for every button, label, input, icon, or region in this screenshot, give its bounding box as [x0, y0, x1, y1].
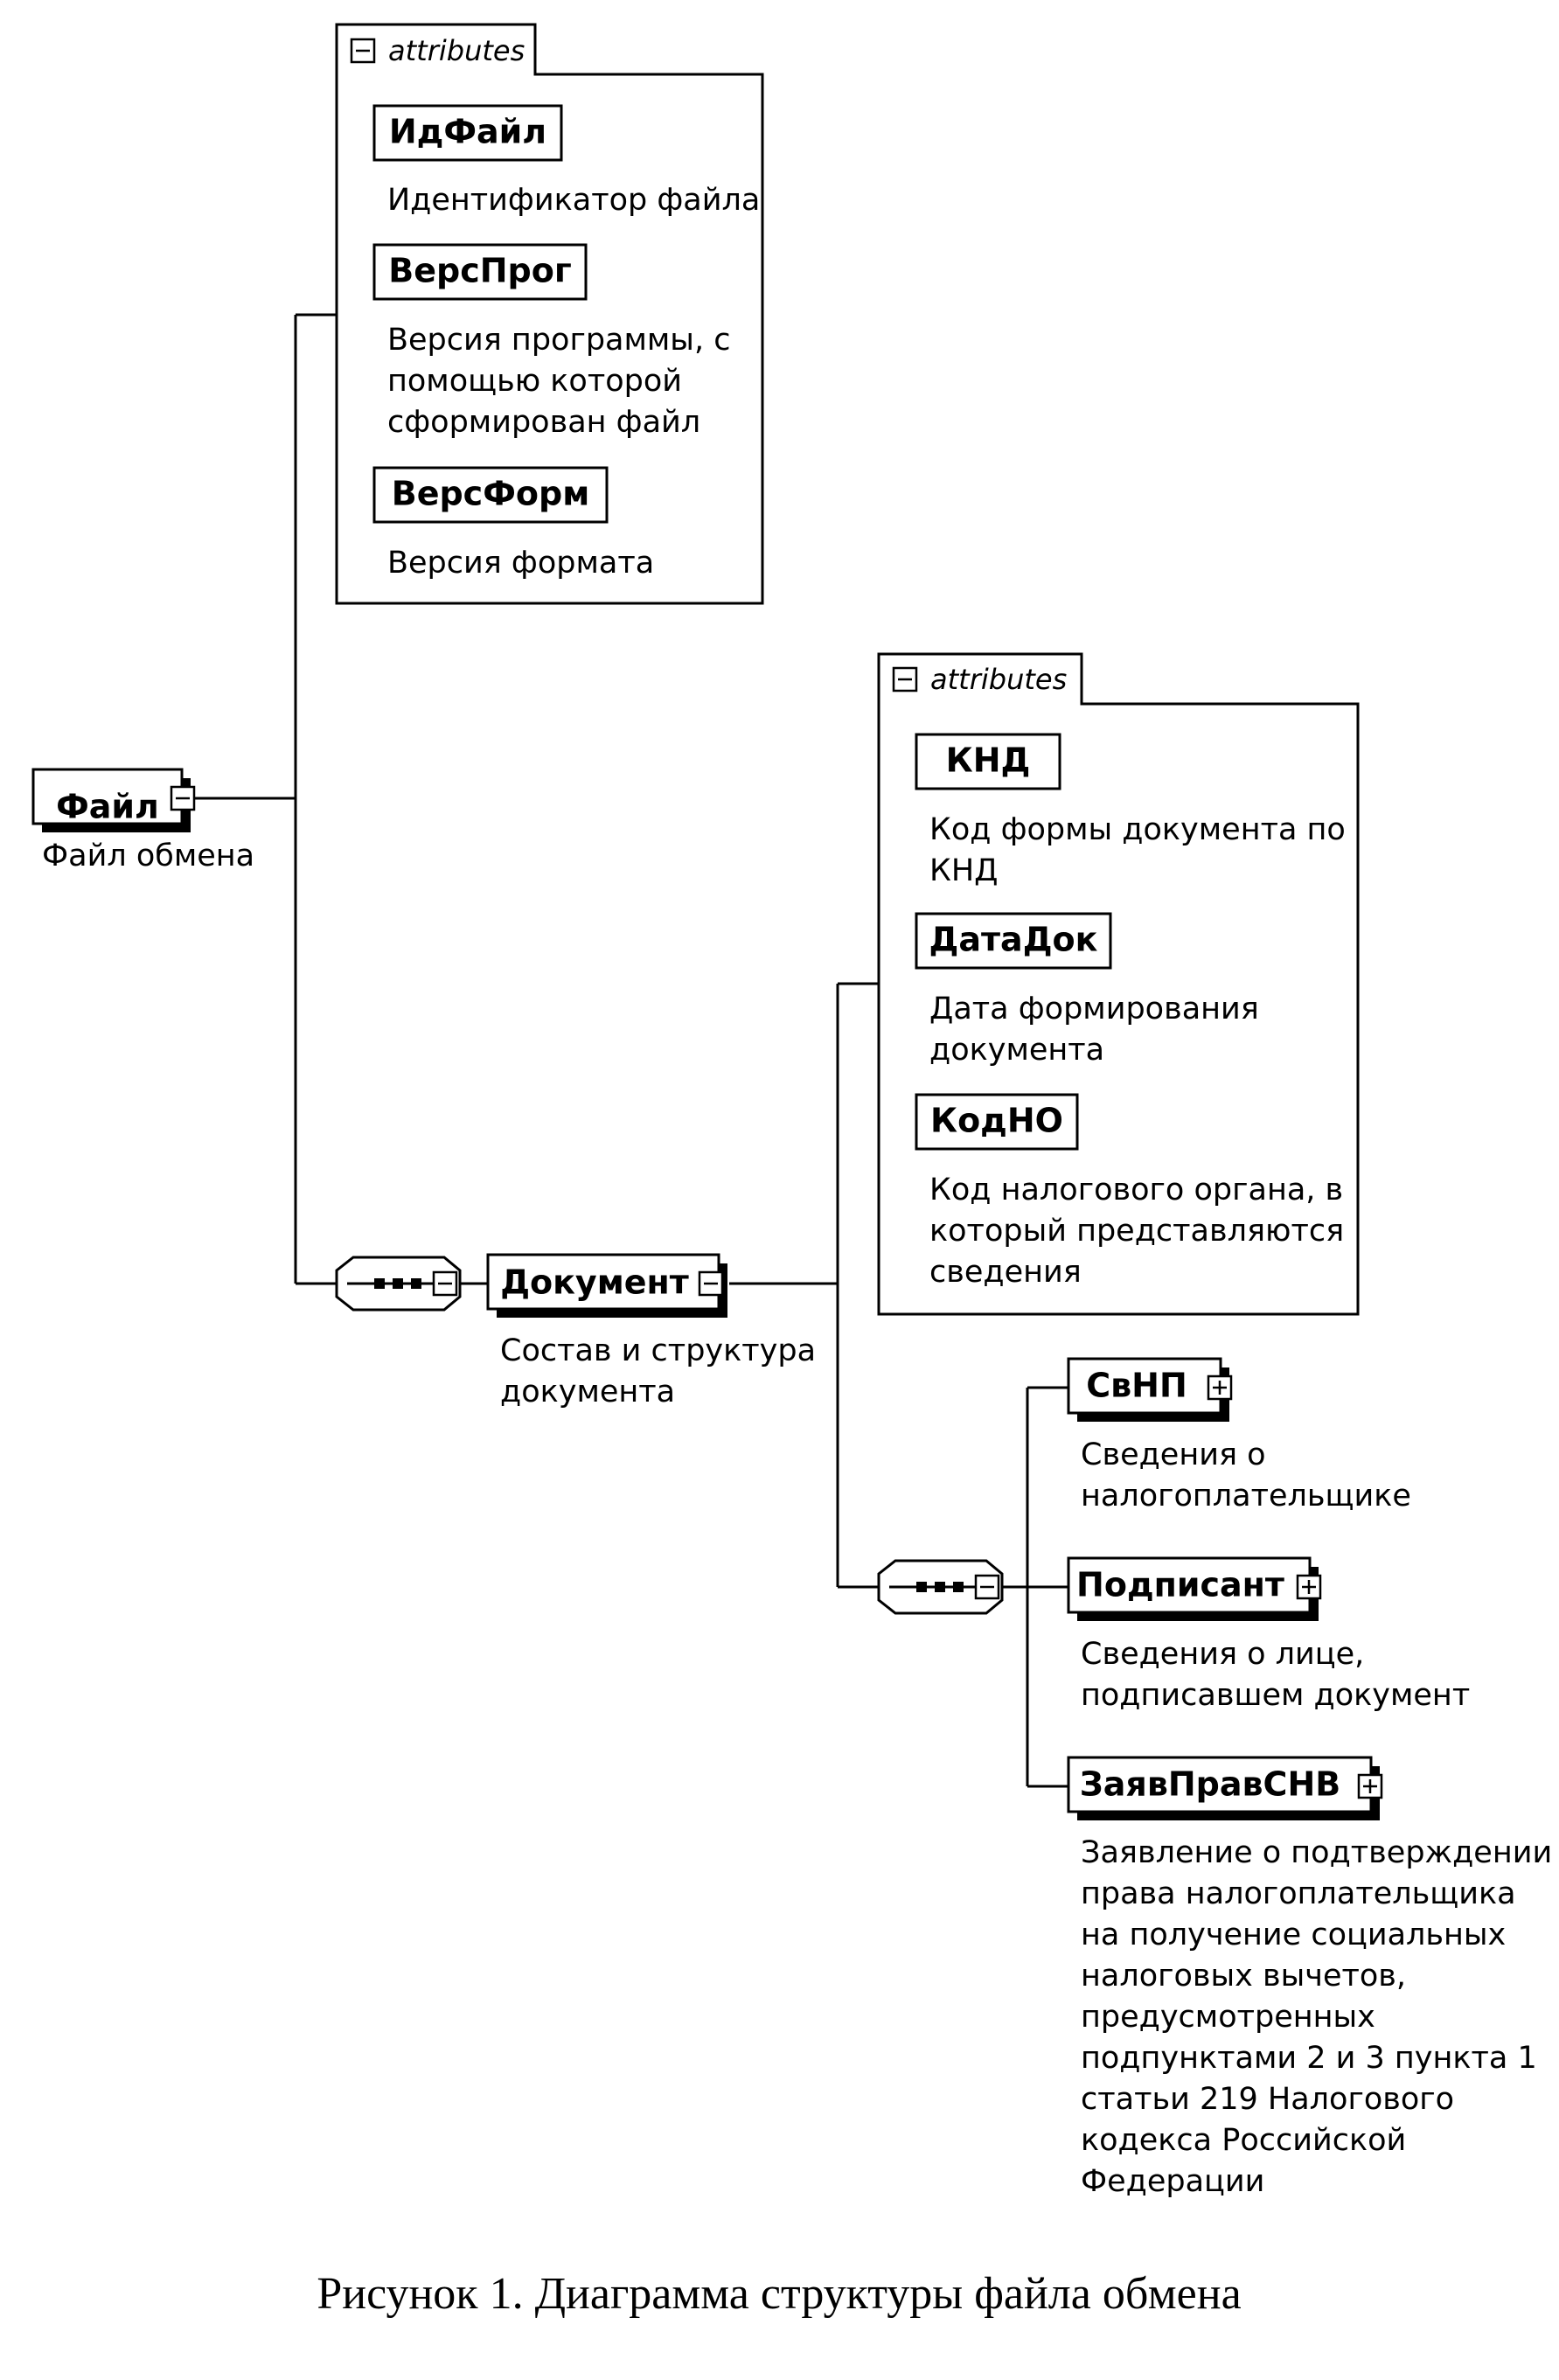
attributes-tab-label: attributes	[388, 34, 525, 67]
element-podpisant-description-1: Сведения о лице,	[1081, 1637, 1364, 1672]
attribute-datadok-description-2: документа	[929, 1033, 1104, 1068]
attribute-knd[interactable]: КНД	[915, 733, 1061, 790]
attribute-versform[interactable]: ВерсФорм	[372, 466, 609, 524]
attribute-knd-label: КНД	[946, 741, 1031, 780]
attribute-versprog[interactable]: ВерсПрог	[372, 243, 588, 301]
attributes-panel-dokument: attributes КНД Код формы документа по КН…	[877, 652, 1360, 1316]
element-svnp-description-2: налогоплательщике	[1081, 1479, 1411, 1514]
sequence-compositor-icon[interactable]	[335, 1256, 462, 1312]
svg-text:кодекса Российской: кодекса Российской	[1081, 2123, 1406, 2158]
attribute-kodno[interactable]: КодНО	[915, 1093, 1079, 1151]
expand-collapse-icon[interactable]	[698, 1270, 724, 1297]
attribute-datadok-description-1: Дата формирования	[929, 992, 1259, 1026]
element-svnp-label: СвНП	[1086, 1367, 1187, 1405]
svg-text:Федерации: Федерации	[1081, 2164, 1264, 2199]
svg-text:Заявление о подтверждении: Заявление о подтверждении	[1081, 1835, 1552, 1870]
connectors	[192, 313, 1068, 1788]
figure-caption: Рисунок 1. Диаграмма структуры файла обм…	[317, 2269, 1241, 2319]
element-zayavpravsnv-label: ЗаявПравСНВ	[1080, 1765, 1340, 1804]
attributes-tab-label: attributes	[930, 663, 1067, 696]
attribute-kodno-label: КодНО	[930, 1102, 1063, 1140]
element-zayavpravsnv-description: Заявление о подтверждении права налогопл…	[1081, 1835, 1552, 2199]
attribute-kodno-description-3: сведения	[929, 1255, 1082, 1290]
element-dokument-label: Документ	[500, 1263, 689, 1302]
attributes-panel-fail: attributes ИдФайл Идентификатор файла Ве…	[335, 23, 764, 605]
attribute-knd-description-1: Код формы документа по	[929, 812, 1346, 847]
collapse-icon[interactable]	[974, 1574, 1000, 1600]
element-podpisant-label: Подписант	[1076, 1566, 1284, 1604]
element-dokument[interactable]: Документ	[486, 1253, 727, 1318]
element-podpisant-description-2: подписавшем документ	[1081, 1678, 1470, 1713]
attribute-datadok[interactable]: ДатаДок	[915, 912, 1112, 970]
attribute-datadok-label: ДатаДок	[929, 921, 1098, 959]
element-zayavpravsnv[interactable]: ЗаявПравСНВ	[1067, 1756, 1380, 1820]
attribute-idfail-description: Идентификатор файла	[387, 183, 760, 218]
element-dokument-description-1: Состав и структура	[500, 1333, 816, 1368]
attribute-kodno-description-2: который представляются	[929, 1214, 1344, 1249]
element-fail-label: Файл	[56, 788, 159, 826]
collapse-icon[interactable]	[432, 1270, 458, 1297]
element-svnp[interactable]: СвНП	[1067, 1357, 1229, 1422]
attribute-kodno-description-1: Код налогового органа, в	[929, 1173, 1343, 1207]
attribute-versprog-label: ВерсПрог	[388, 252, 571, 290]
expand-collapse-icon[interactable]	[170, 785, 196, 811]
collapse-icon[interactable]	[350, 38, 376, 64]
attribute-idfail-label: ИдФайл	[389, 113, 546, 151]
attribute-versform-description: Версия формата	[387, 546, 654, 581]
svg-text:подпунктами 2 и 3 пункта 1: подпунктами 2 и 3 пункта 1	[1081, 2041, 1537, 2076]
element-fail[interactable]: Файл	[31, 768, 191, 832]
attribute-versprog-description-2: помощью которой	[387, 364, 682, 399]
attribute-versprog-description-1: Версия программы, с	[387, 323, 730, 358]
attribute-versprog-description-3: сформирован файл	[387, 405, 700, 440]
element-svnp-description-1: Сведения о	[1081, 1437, 1266, 1472]
svg-text:права налогоплательщика: права налогоплательщика	[1081, 1876, 1516, 1911]
svg-text:предусмотренных: предусмотренных	[1081, 2000, 1375, 2035]
svg-text:статьи 219 Налогового: статьи 219 Налогового	[1081, 2082, 1454, 2117]
element-dokument-description-2: документа	[500, 1374, 675, 1409]
svg-text:налоговых вычетов,: налоговых вычетов,	[1081, 1959, 1406, 1994]
collapse-icon[interactable]	[892, 666, 918, 692]
element-fail-description: Файл обмена	[42, 839, 254, 873]
attribute-knd-description-2: КНД	[929, 853, 999, 888]
svg-text:на получение социальных: на получение социальных	[1081, 1917, 1506, 1952]
expand-icon[interactable]	[1207, 1374, 1233, 1401]
sequence-compositor-icon[interactable]	[877, 1559, 1004, 1615]
attribute-idfail[interactable]: ИдФайл	[372, 104, 563, 162]
element-podpisant[interactable]: Подписант	[1067, 1556, 1319, 1621]
expand-icon[interactable]	[1357, 1773, 1383, 1799]
attribute-versform-label: ВерсФорм	[392, 475, 590, 513]
expand-icon[interactable]	[1296, 1574, 1322, 1600]
